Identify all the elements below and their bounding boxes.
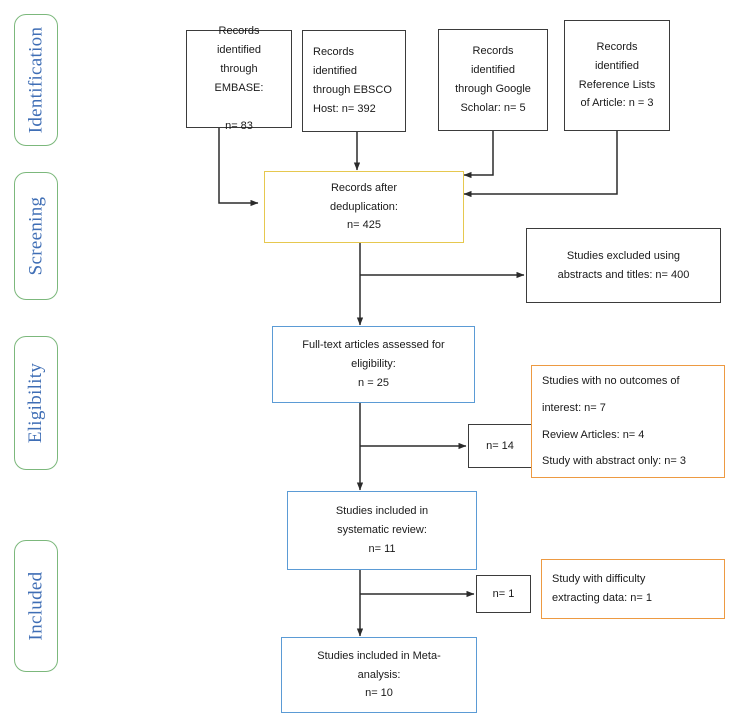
systematic-review-line-1: Studies included in [335,505,429,518]
excluded-eligibility-tag: n= 14 [468,424,532,468]
source-box-embase: Records identified through EMBASE: n= 83 [186,25,292,132]
edge-reflists-to-dedup [463,131,618,198]
source-scholar-line-3: through Google [455,83,531,95]
systematic-review-box: Studies included in systematic review: n… [287,491,477,570]
source-ebsco-line-1: Records [313,46,354,59]
source-box-ebsco: Records identified through EBSCO Host: n… [302,30,406,132]
excluded-included-tag-label: n= 1 [492,587,515,600]
source-embase-line-2: through EMBASE: [214,63,264,94]
source-reflists-line-3: Reference Lists [578,78,656,91]
excluded-screening-line-2: abstracts and titles: n= 400 [557,268,690,281]
source-box-reference-lists: Records identified Reference Lists of Ar… [564,20,670,131]
dedup-line-2: deduplication: [330,200,398,213]
fulltext-line-2: eligibility: [351,358,396,371]
stage-screening: Screening [14,172,58,300]
dedup-count: n= 425 [347,219,381,232]
stage-included-label: Included [25,571,46,641]
source-scholar-count: Scholar: n= 5 [460,101,526,114]
stage-eligibility-label: Eligibility [25,362,47,444]
excluded-eligibility-reasons-box: Studies with no outcomes of interest: n=… [531,365,725,478]
stage-screening-label: Screening [25,196,46,276]
fulltext-assessed-box: Full-text articles assessed for eligibil… [272,326,475,403]
source-box-google-scholar: Records identified through Google Schola… [438,29,548,131]
source-embase-count: n= 83 [225,119,253,132]
excluded-included-tag: n= 1 [476,575,531,613]
systematic-review-count: n= 11 [368,542,396,555]
meta-analysis-line-1: Studies included in Meta- [317,649,441,662]
meta-analysis-box: Studies included in Meta- analysis: n= 1… [281,637,477,713]
edge-embase-to-dedup [218,128,259,207]
source-reflists-line-1: Records [596,40,638,53]
reason-1-line-2: interest: n= 7 [542,401,606,414]
systematic-review-line-2: systematic review: [337,524,427,537]
stage-identification-label: Identification [25,26,46,134]
fulltext-line-1: Full-text articles assessed for [302,339,445,352]
excluded-screening-box: Studies excluded using abstracts and tit… [526,228,721,303]
source-ebsco-count: Host: n= 392 [313,102,376,115]
dedup-line-1: Records after [330,181,398,194]
excluded-included-reason-line-2: extracting data: n= 1 [552,592,652,604]
source-embase-line-3 [195,98,283,117]
meta-analysis-count: n= 10 [365,687,393,700]
deduplication-box: Records after deduplication: n= 425 [264,171,464,243]
stage-included: Included [14,540,58,672]
edge-scholar-to-dedup [463,131,494,179]
source-scholar-line-2: identified [470,64,516,77]
excluded-included-reason-line-1: Study with difficulty [552,573,646,586]
source-reflists-line-2: identified [594,59,640,72]
source-reflists-count: of Article: n = 3 [580,97,654,110]
excluded-eligibility-tag-label: n= 14 [486,439,514,452]
source-scholar-line-1: Records [472,45,514,58]
reason-1-line-1: Studies with no outcomes of [542,374,680,387]
source-embase-line-1: Records identified [216,25,262,57]
excluded-screening-line-1: Studies excluded using [566,249,681,262]
source-ebsco-line-3: through EBSCO [313,84,392,96]
meta-analysis-line-2: analysis: [357,668,401,681]
fulltext-count: n = 25 [358,376,389,389]
excluded-included-reason-box: Study with difficulty extracting data: n… [541,559,725,619]
source-ebsco-line-2: identified [313,65,358,78]
reason-3: Study with abstract only: n= 3 [542,455,686,468]
reason-2: Review Articles: n= 4 [542,428,645,441]
stage-eligibility: Eligibility [14,336,58,470]
stage-identification: Identification [14,14,58,146]
